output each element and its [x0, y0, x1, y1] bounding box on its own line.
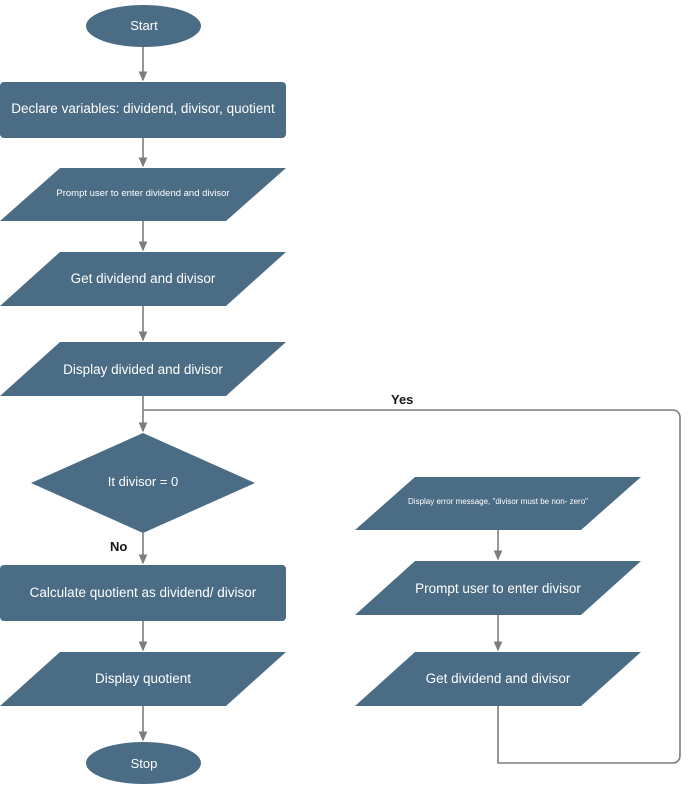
node-decision[interactable] [31, 433, 255, 533]
node-declare[interactable] [0, 82, 286, 138]
node-get1[interactable] [0, 252, 286, 306]
node-start[interactable] [86, 5, 201, 47]
node-prompt1[interactable] [0, 168, 286, 221]
edge-decision-yes-branch [143, 409, 681, 764]
node-calculate[interactable] [0, 565, 286, 621]
node-displayq[interactable] [0, 652, 286, 706]
node-error[interactable] [355, 477, 641, 530]
node-prompt2[interactable] [355, 561, 641, 615]
node-display1[interactable] [0, 342, 286, 396]
edge-label-yes: Yes [391, 392, 414, 407]
node-stop[interactable] [86, 742, 201, 784]
edge-label-no: No [110, 539, 128, 554]
node-get2[interactable] [355, 652, 641, 706]
